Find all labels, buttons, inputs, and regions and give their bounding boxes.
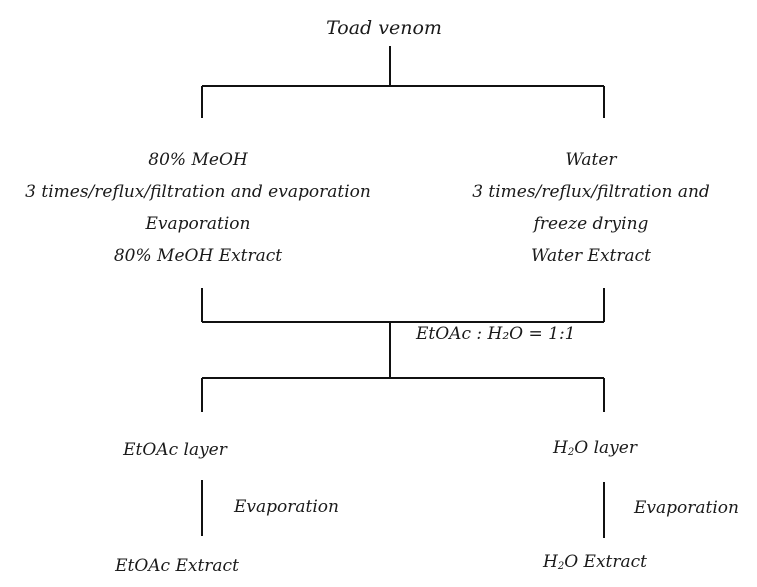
water-layer-h: H: [553, 438, 568, 458]
left-solvent: 80% MeOH: [148, 150, 248, 170]
left-branch-text: 80% MeOH 3 times/reflux/filtration and e…: [25, 144, 371, 272]
water-evaporation-label: Evaporation: [634, 498, 739, 518]
etoac-extract-label: EtOAc Extract: [115, 556, 239, 576]
etoac-evaporation-label: Evaporation: [234, 497, 339, 517]
water-layer-label: H2O layer: [553, 436, 637, 465]
partition-label: EtOAc : H₂O = 1:1: [416, 324, 576, 344]
left-procedure: 3 times/reflux/filtration and evaporatio…: [25, 182, 371, 202]
water-extract-h: H: [543, 552, 558, 572]
water-layer-subscript: 2: [567, 447, 575, 458]
right-freeze-drying: freeze drying: [533, 214, 649, 234]
water-extract-rest: O Extract: [564, 552, 647, 572]
right-branch-text: Water 3 times/reflux/filtration and free…: [472, 144, 710, 272]
right-extract: Water Extract: [530, 246, 651, 266]
water-layer-rest: O layer: [574, 438, 637, 458]
left-evaporation: Evaporation: [145, 214, 251, 234]
water-extract-subscript: 2: [557, 561, 565, 572]
etoac-layer-label: EtOAc layer: [123, 440, 227, 460]
water-extract-label: H2O Extract: [543, 550, 647, 579]
right-procedure: 3 times/reflux/filtration and: [472, 182, 710, 202]
root-label: Toad venom: [326, 17, 442, 39]
left-extract: 80% MeOH Extract: [113, 246, 283, 266]
right-solvent: Water: [565, 150, 617, 170]
